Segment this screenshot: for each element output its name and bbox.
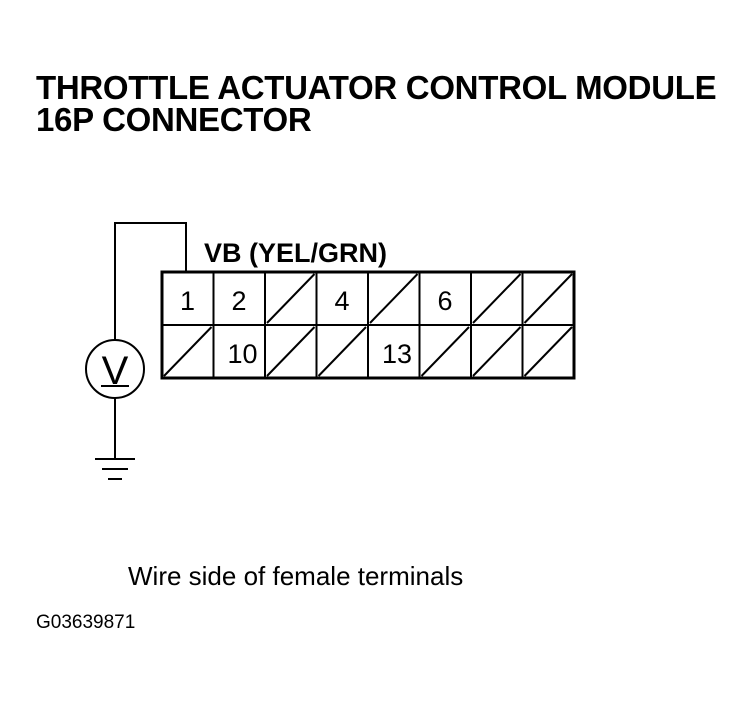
unused-cavity-slash <box>317 326 367 377</box>
terminal-number: 1 <box>180 286 195 316</box>
title-line-2: 16P CONNECTOR <box>36 101 312 138</box>
unused-cavity-slash <box>472 273 522 324</box>
unused-cavity-slash <box>523 273 573 324</box>
connector-cavity <box>470 324 524 379</box>
connector-cavity <box>264 271 318 326</box>
connector-cavity: 6 <box>418 271 472 326</box>
figure-id: G03639871 <box>36 612 136 633</box>
terminal-number: 2 <box>232 286 247 316</box>
unused-cavity-slash <box>163 326 213 377</box>
connector-cavity: 1 <box>161 271 215 326</box>
diagram-title: THROTTLE ACTUATOR CONTROL MODULE 16P CON… <box>36 69 717 138</box>
terminal-number: 6 <box>438 286 453 316</box>
unused-cavity-slash <box>369 273 419 324</box>
connector-cavity <box>521 271 575 326</box>
connector-cavity <box>418 324 472 379</box>
connector-cavity: 2 <box>212 271 266 326</box>
connector-cavity <box>264 324 318 379</box>
unused-cavity-slash <box>472 326 522 377</box>
connector-cavity <box>315 324 369 379</box>
connector-cavity: 10 <box>212 324 266 379</box>
caption: Wire side of female terminals <box>128 561 464 591</box>
test-lead-wire <box>114 222 187 340</box>
unused-cavity-slash <box>420 326 470 377</box>
unused-cavity-slash <box>266 273 316 324</box>
voltmeter-icon: V <box>85 339 145 399</box>
title-line-1: THROTTLE ACTUATOR CONTROL MODULE <box>36 69 717 106</box>
connector-cavity <box>367 271 421 326</box>
terminal-number: 4 <box>335 286 350 316</box>
connector-cavity: 4 <box>315 271 369 326</box>
connector-cavity <box>161 324 215 379</box>
unused-cavity-slash <box>523 326 573 377</box>
connector-16p: 1 2 4 6 10 13 <box>160 270 576 380</box>
ground-icon <box>95 458 135 480</box>
terminal-number: 13 <box>382 339 412 369</box>
wire-label: VB (YEL/GRN) <box>204 238 387 268</box>
terminal-number: 10 <box>228 339 258 369</box>
connector-cavity <box>470 271 524 326</box>
connector-cavity: 13 <box>367 324 421 379</box>
unused-cavity-slash <box>266 326 316 377</box>
connector-cavity <box>521 324 575 379</box>
